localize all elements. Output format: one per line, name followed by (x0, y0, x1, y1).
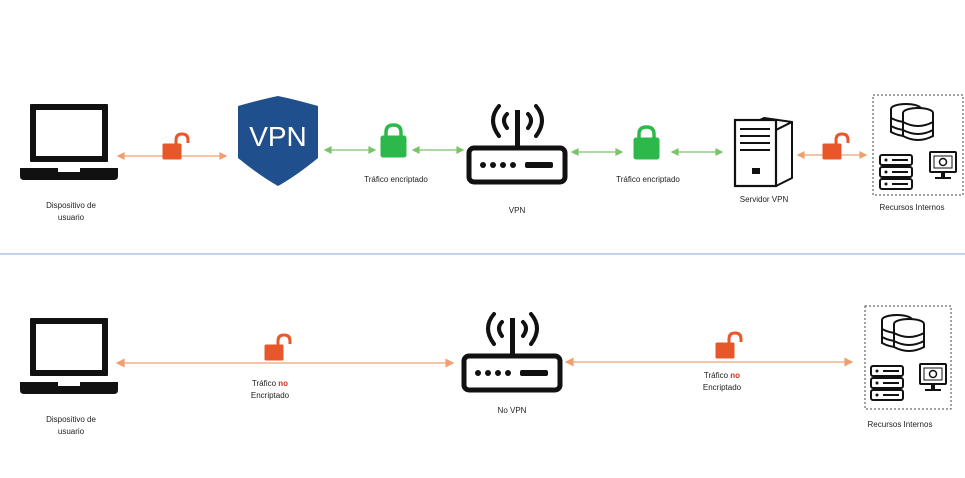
locked-padlock-icon (379, 123, 408, 159)
encrypted-traffic-label: Tráfico encriptado (364, 175, 428, 184)
arrow-router-lock (570, 148, 624, 156)
locked-padlock-icon (632, 125, 661, 161)
database-icon (893, 318, 925, 352)
arrow-shield-lock (323, 146, 377, 154)
vpn-server-label: Servidor VPN (739, 195, 789, 204)
label-line: usuario (57, 213, 85, 222)
label-line: Dispositivo de (46, 415, 96, 424)
laptop-icon (20, 104, 118, 180)
internal-resources-group (864, 305, 952, 410)
server-rack-icon (879, 154, 913, 190)
router-icon (464, 314, 560, 390)
no-emphasis: no (730, 371, 741, 380)
arrow-lock-router (411, 146, 465, 154)
no-vpn-router-label: No VPN (497, 406, 527, 415)
internal-resources-group (872, 94, 964, 196)
user-device-label: Dispositivo de usuario (28, 414, 114, 438)
encrypted-traffic-label: Tráfico encriptado (616, 175, 680, 184)
router-icon (469, 106, 565, 182)
arrow-laptop-router (115, 358, 455, 368)
monitor-icon (929, 151, 957, 180)
laptop-icon (20, 318, 118, 394)
vpn-shield-text: VPN (249, 121, 307, 152)
unlocked-padlock-icon (263, 333, 292, 362)
user-device-label: Dispositivo de usuario (28, 200, 114, 224)
arrow-lock-server (670, 148, 724, 156)
internal-resources-label: Recursos Internos (879, 203, 945, 212)
unlocked-padlock-icon (714, 331, 743, 360)
server-rack-icon (870, 365, 904, 401)
label-line: Encriptado (250, 391, 290, 400)
unlocked-padlock-icon (161, 132, 190, 161)
label-line: Dispositivo de (46, 201, 96, 210)
vpn-shield: VPN (238, 96, 318, 186)
internal-resources-label: Recursos Internos (867, 420, 933, 429)
vpn-router-label: VPN (508, 206, 526, 215)
label-line: Encriptado (702, 383, 742, 392)
no-emphasis: no (278, 379, 289, 388)
arrow-server-resources (796, 151, 868, 159)
label-text: Tráfico (703, 371, 729, 380)
database-icon (902, 107, 934, 141)
label-line: usuario (57, 427, 85, 436)
server-tower-icon (733, 117, 793, 188)
unencrypted-traffic-label: Tráfico no Encriptado (230, 378, 310, 402)
arrow-router-resources (564, 357, 854, 367)
monitor-icon (919, 363, 947, 392)
unencrypted-traffic-label: Tráfico no Encriptado (682, 370, 762, 394)
label-text: Tráfico (251, 379, 277, 388)
